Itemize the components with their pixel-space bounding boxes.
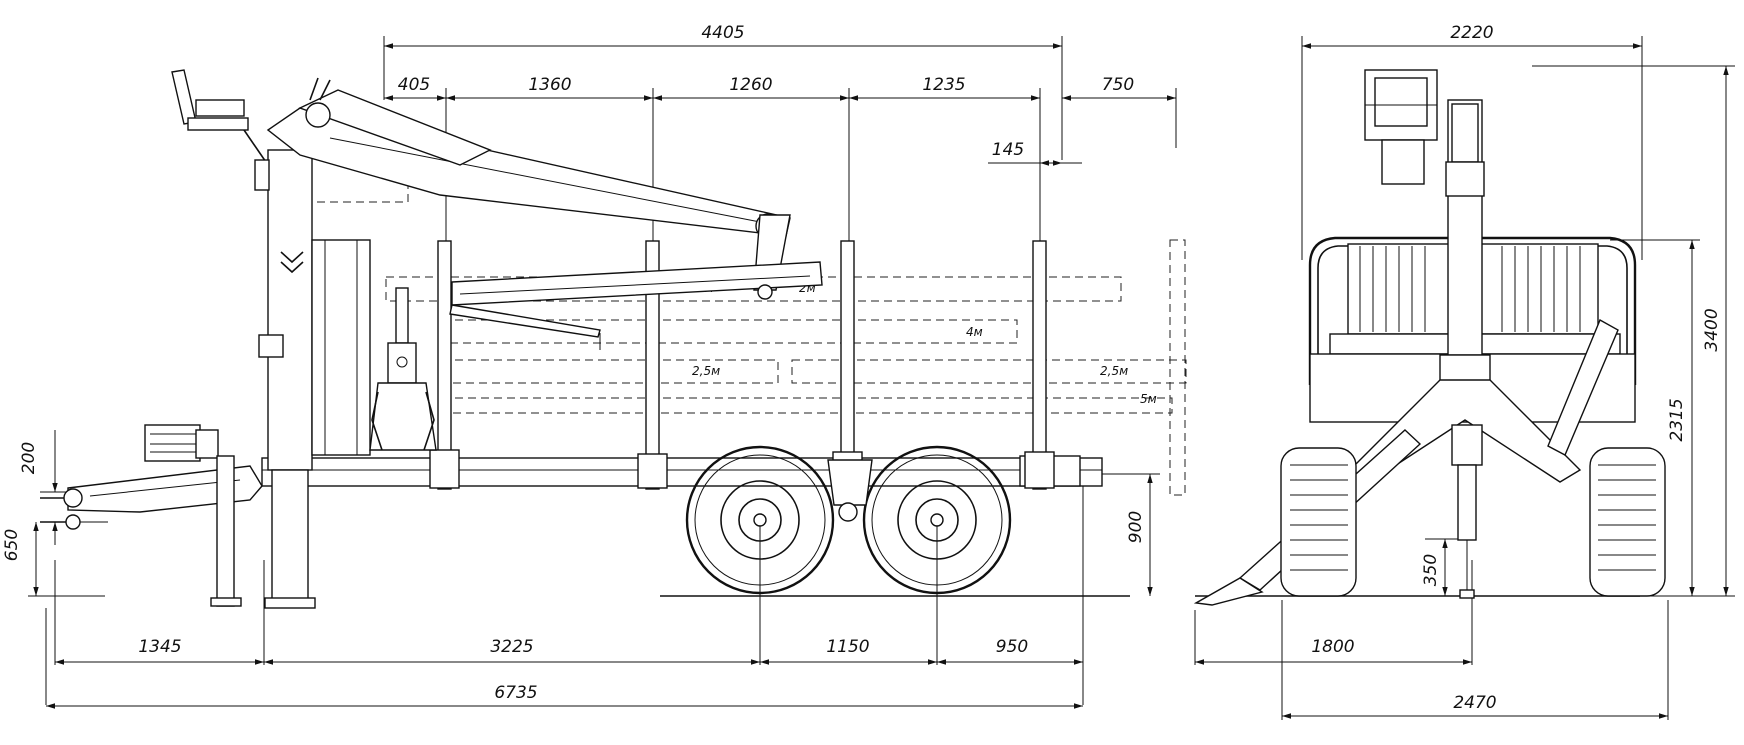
side-view: 4405 405 1360 1260 1235 750 145: [2, 23, 1187, 709]
front-tyre-left: [1280, 447, 1357, 597]
front-tyre-right: [1589, 447, 1666, 597]
log-length-label-4m: 4м: [966, 325, 983, 339]
dim-label-900: 900: [1126, 511, 1146, 543]
bogie: [827, 459, 873, 522]
crane-column: [258, 149, 371, 609]
knuckle-boom: [266, 77, 823, 350]
dim-2315: 2315: [1610, 239, 1700, 596]
dim-label-1800: 1800: [1311, 637, 1354, 657]
log-length-label-5m: 5м: [1140, 392, 1157, 406]
operator-seat: [171, 69, 270, 191]
dim-label-3400: 3400: [1702, 308, 1722, 351]
support-leg: [210, 455, 242, 607]
dim-label-1235: 1235: [922, 75, 965, 95]
wheel-front: [685, 445, 835, 595]
drawbar: [40, 424, 263, 530]
dim-label-750: 750: [1102, 75, 1134, 95]
dim-label-1150: 1150: [826, 637, 869, 657]
dim-label-405: 405: [398, 75, 430, 95]
front-view: 2220 3400 2315 350 1800: [1193, 23, 1735, 720]
dim-900: 900: [1080, 473, 1160, 596]
dim-label-2315: 2315: [1667, 398, 1687, 441]
dim-label-200: 200: [19, 442, 39, 474]
dim-label-2470: 2470: [1453, 693, 1496, 713]
dim-label-1345: 1345: [138, 637, 181, 657]
front-crane-column: [1364, 69, 1491, 386]
wheel-rear: [862, 445, 1012, 595]
dim-label-6735: 6735: [494, 683, 537, 703]
grapple: [369, 287, 437, 451]
dim-4405: 4405: [383, 23, 1063, 160]
trailer-frame: [261, 455, 1103, 487]
dim-label-950: 950: [996, 637, 1028, 657]
dim-label-650: 650: [2, 529, 22, 561]
dim-label-1360: 1360: [528, 75, 571, 95]
dim-145: 145: [988, 140, 1082, 166]
dim-front-bottom: 1800 2470: [1194, 560, 1669, 720]
log-length-label-25m-b: 2,5м: [1100, 364, 1128, 378]
dim-label-4405: 4405: [701, 23, 744, 43]
dim-label-3225: 3225: [490, 637, 533, 657]
dim-label-350: 350: [1421, 554, 1441, 586]
dim-label-2220: 2220: [1450, 23, 1493, 43]
dim-label-145: 145: [992, 140, 1024, 160]
dim-2220: 2220: [1301, 23, 1643, 260]
dim-3400: 3400: [1532, 65, 1735, 597]
log-length-label-25m-a: 2,5м: [692, 364, 720, 378]
dim-350: 350: [1421, 538, 1470, 596]
dim-label-1260: 1260: [729, 75, 772, 95]
stakes: [429, 240, 1055, 490]
